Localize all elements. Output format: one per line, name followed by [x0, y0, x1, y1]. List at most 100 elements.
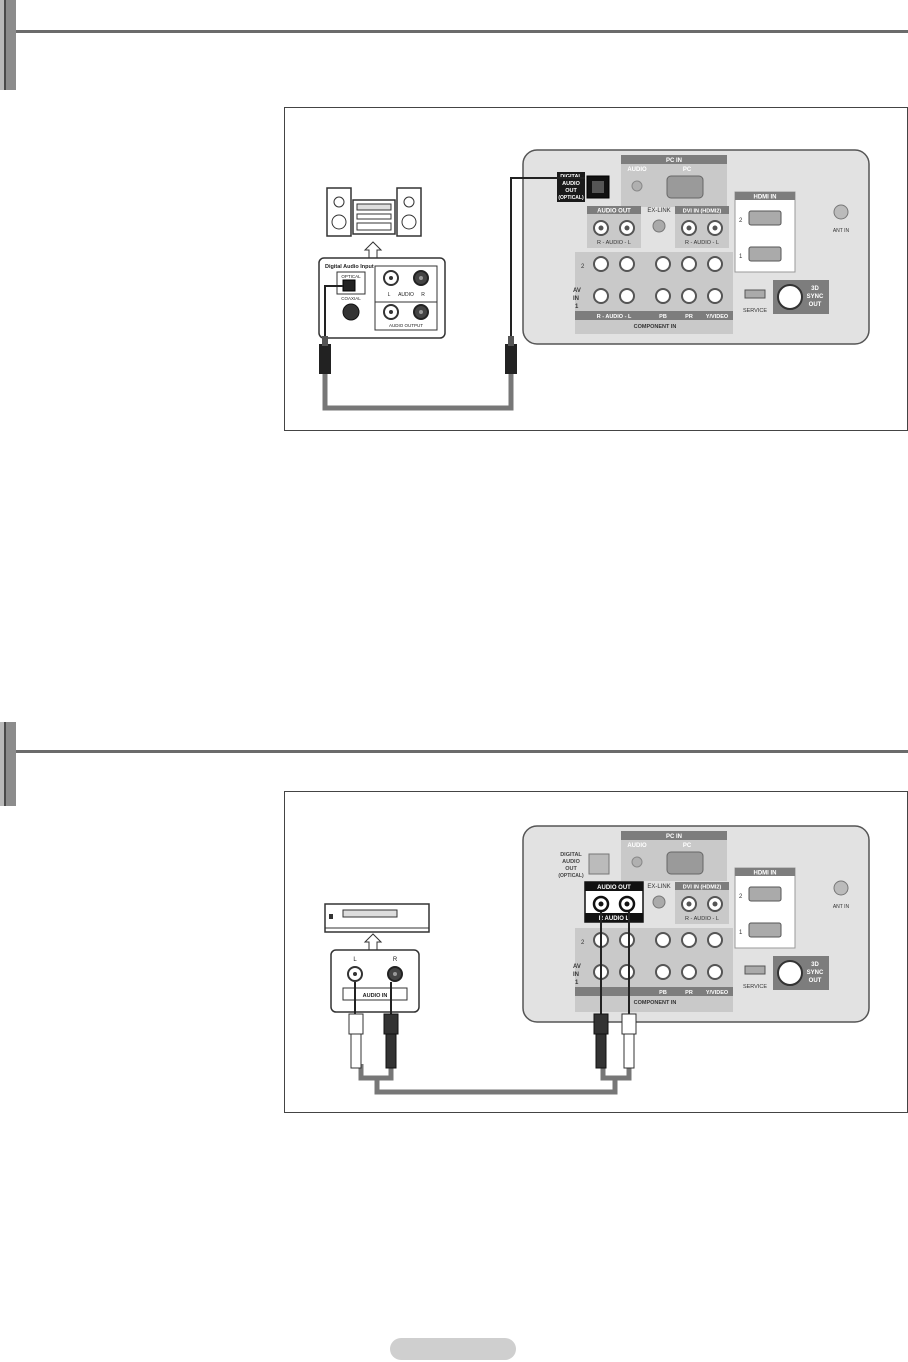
pc-audio-jack: [631, 180, 643, 192]
dvi-rl-label: R - AUDIO - L: [685, 240, 719, 246]
sync-out-label-1: 3D: [811, 286, 819, 292]
device-audio-in-panel: L R AUDIO IN: [330, 949, 420, 1013]
pc-in-label-2: PC IN: [666, 834, 682, 840]
tv-rear-panel-2: PC IN AUDIO PC DIGITAL AUDIO OUT (OPTICA…: [522, 825, 870, 1023]
digital-audio-out-label-4: (OPTICAL): [558, 195, 584, 201]
section-1-rule: [16, 30, 908, 33]
page-number-badge: [390, 1338, 516, 1360]
pb-label-2: PB: [659, 990, 667, 996]
optical-diagram: PC IN AUDIO PC DIGITAL AUDIO OUT (OPTICA…: [318, 149, 870, 411]
av-in-label-3: 1: [575, 304, 579, 310]
pr-label: PR: [685, 314, 693, 320]
digital-audio-out-label-2-3: OUT: [565, 866, 577, 872]
av-jacks: [593, 256, 723, 304]
digital-audio-out-label-2-1: DIGITAL: [560, 852, 582, 858]
service-label: SERVICE: [743, 308, 767, 314]
audio-in-label: AUDIO IN: [363, 993, 388, 999]
y-video-label-2: Y/VIDEO: [706, 990, 729, 996]
pc-label-2: PC: [683, 843, 692, 849]
hdmi-2-num: 2: [739, 218, 743, 224]
rca-cable: [348, 912, 637, 1095]
component-in-label: COMPONENT IN: [634, 324, 677, 330]
figure-analog-connection: PC IN AUDIO PC DIGITAL AUDIO OUT (OPTICA…: [284, 791, 908, 1113]
av-2-num: 2: [581, 264, 585, 270]
dvi-in-label: DVI IN (HDMI2): [683, 209, 722, 215]
audio-output-label: AUDIO OUTPUT: [389, 323, 423, 328]
av-in-label-2-2: IN: [573, 972, 579, 978]
component-in-label-2: COMPONENT IN: [634, 1000, 677, 1006]
av-in-label-2-1: AV: [573, 964, 581, 970]
sync-out-jack: [777, 284, 803, 310]
optical-out-port-2: [588, 853, 610, 875]
dvi-in-label-2: DVI IN (HDMI2): [683, 885, 722, 891]
digital-audio-out-label-2-2: AUDIO: [562, 859, 580, 865]
hdmi-1-num-2: 1: [739, 930, 743, 936]
av-2-num-2: 2: [581, 940, 585, 946]
audio-in-l-label: L: [353, 957, 357, 963]
digital-audio-out-label-2: AUDIO: [562, 181, 580, 187]
audio-out-label: AUDIO OUT: [597, 209, 631, 215]
pc-audio-label: AUDIO: [627, 167, 647, 173]
pc-audio-label-2: AUDIO: [627, 843, 647, 849]
ex-link-jack: [652, 219, 666, 233]
pr-label-2: PR: [685, 990, 693, 996]
device-audio-label: AUDIO: [398, 292, 414, 298]
coaxial-label: COAXIAL: [341, 296, 361, 301]
ex-link-label-2: EX-LINK: [647, 884, 670, 890]
audio-out-label-2: AUDIO OUT: [597, 885, 631, 891]
optical-in-port: [342, 279, 356, 292]
digital-audio-out-label-3: OUT: [565, 188, 577, 194]
rca-plug-red-left: [383, 1013, 399, 1069]
av-rl-label: R - AUDIO - L: [597, 314, 632, 320]
av-in-label-2: IN: [573, 296, 579, 302]
hdmi-in-label-2: HDMI IN: [754, 871, 777, 877]
section-2-rule: [16, 750, 908, 753]
hdmi-in-label: HDMI IN: [754, 195, 777, 201]
vga-port-2: [666, 851, 704, 875]
hdmi-2-num-2: 2: [739, 894, 743, 900]
pc-label: PC: [683, 167, 692, 173]
figure-optical-connection: PC IN AUDIO PC DIGITAL AUDIO OUT (OPTICA…: [284, 107, 908, 431]
av-in-label-2-3: 1: [575, 980, 579, 986]
optical-plug-left: [319, 344, 331, 374]
ant-in-jack: [833, 204, 849, 220]
device-r-label: R: [421, 292, 425, 298]
optical-plug-right: [505, 344, 517, 374]
pb-label: PB: [659, 314, 667, 320]
analog-diagram: PC IN AUDIO PC DIGITAL AUDIO OUT (OPTICA…: [324, 825, 870, 1095]
section-2-tab: [0, 722, 16, 806]
hdmi-1-num: 1: [739, 254, 743, 260]
device-l-label: L: [388, 292, 391, 298]
stereo-system-icon: [326, 187, 422, 259]
tv-rear-panel: PC IN AUDIO PC DIGITAL AUDIO OUT (OPTICA…: [522, 149, 870, 345]
sync-out-label-2: SYNC: [807, 294, 824, 300]
service-label-2: SERVICE: [743, 984, 767, 990]
ant-in-label: ANT IN: [833, 228, 850, 234]
sync-out-label-2-3: OUT: [809, 978, 822, 984]
stereo-rear-panel: Digital Audio Input OPTICAL COAXIAL L AU…: [318, 257, 446, 339]
sync-out-label-3: OUT: [809, 302, 822, 308]
y-video-label: Y/VIDEO: [706, 314, 729, 320]
digital-audio-out-label-2-4: (OPTICAL): [558, 873, 584, 879]
sync-out-label-2-2: SYNC: [807, 970, 824, 976]
rca-plug-white-left: [348, 1013, 364, 1069]
audio-out-rl-highlight: R AUDIO L: [599, 916, 630, 922]
hdmi-2-port: [748, 210, 782, 226]
dvi-rl-label-2: R - AUDIO - L: [685, 916, 719, 922]
av-in-label-1: AV: [573, 288, 581, 294]
sync-out-label-2-1: 3D: [811, 962, 819, 968]
coaxial-jack: [342, 303, 360, 321]
rca-plug-red-right: [593, 1013, 609, 1069]
hdmi-1-port: [748, 246, 782, 262]
section-1-tab: [0, 0, 16, 90]
optical-cable: [319, 177, 585, 411]
ex-link-label: EX-LINK: [647, 208, 670, 214]
vga-port: [666, 175, 704, 199]
digital-audio-input-label: Digital Audio Input: [325, 264, 374, 270]
audio-out-rl-label: R - AUDIO - L: [597, 240, 631, 246]
service-port: [744, 289, 766, 299]
audio-in-r-label: R: [393, 957, 398, 963]
amplifier-icon: [324, 903, 430, 951]
ant-in-label-2: ANT IN: [833, 904, 850, 910]
rca-plug-white-right: [621, 1013, 637, 1069]
